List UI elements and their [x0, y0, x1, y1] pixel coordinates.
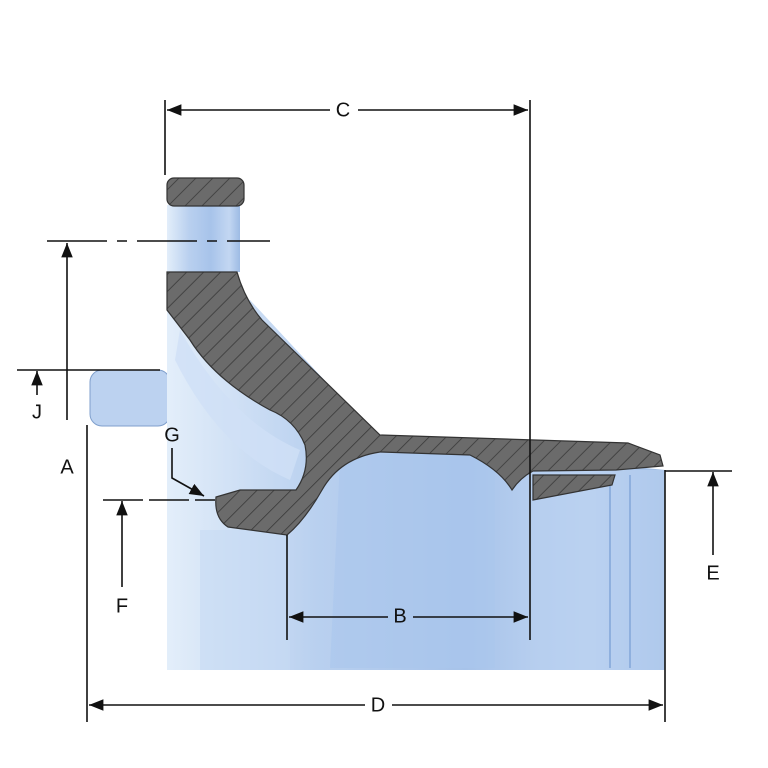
seal-section: [532, 474, 616, 501]
dimension-label-g: G: [164, 424, 180, 446]
dimension-label-b: B: [393, 605, 406, 627]
dimension-label-j: J: [32, 401, 42, 423]
dimension-label-c: C: [336, 99, 350, 121]
hub-section: [166, 271, 664, 536]
dimension-label-d: D: [371, 694, 385, 716]
locating-pin: [89, 369, 171, 427]
dimension-label-a: A: [60, 456, 74, 478]
dimensions: [17, 100, 732, 722]
dimension-label-f: F: [116, 595, 128, 617]
flange-section: [166, 177, 245, 207]
dimension-label-e: E: [706, 562, 719, 584]
cross-section: [166, 177, 664, 536]
